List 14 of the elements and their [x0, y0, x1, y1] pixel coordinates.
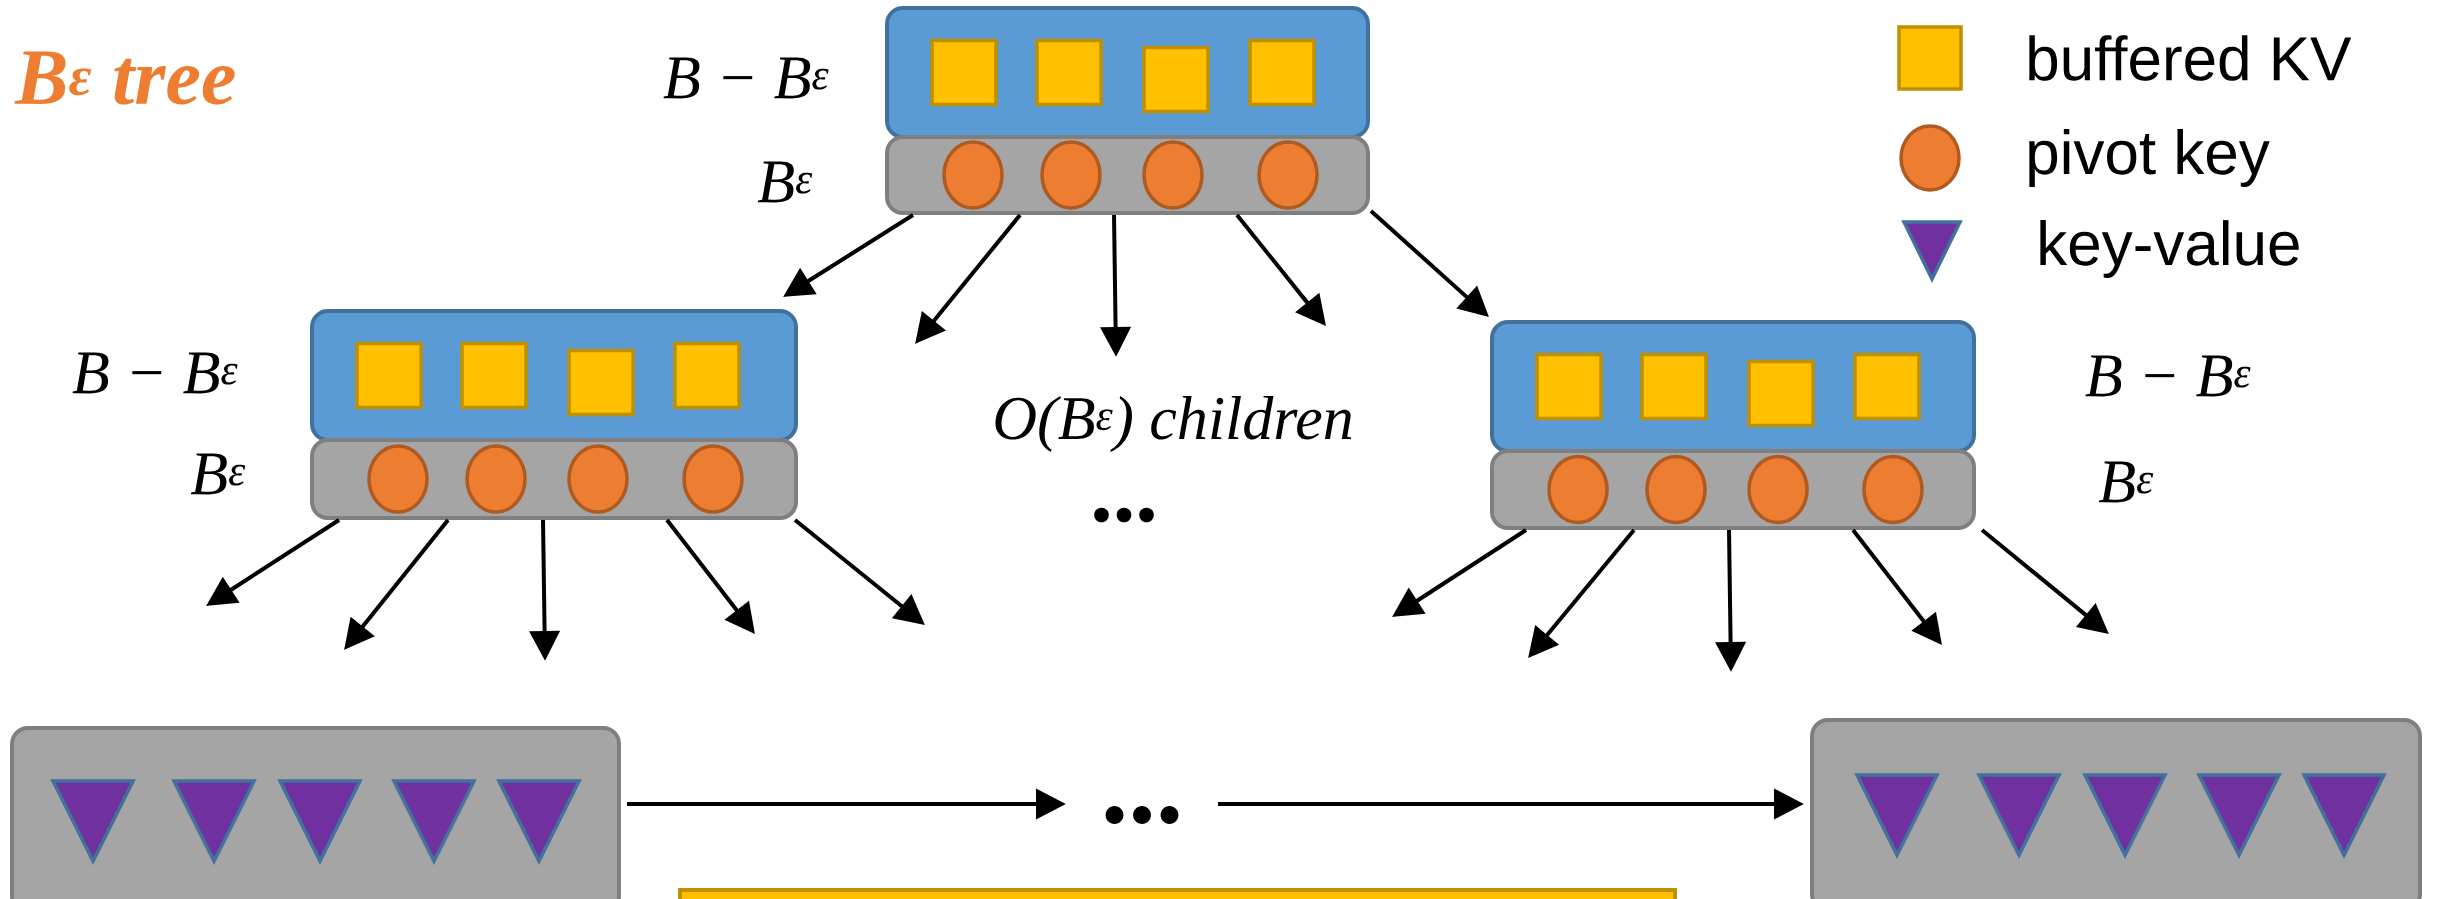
size-label: B$^{ε}$ — [2098, 461, 2154, 503]
legend-label: key-value — [2040, 220, 2299, 278]
title: B$^{ε}$ tree — [14, 51, 235, 105]
size-label: B$^{ε}$ — [190, 453, 246, 495]
size-label: B − B$^{ε}$ — [2085, 355, 2251, 397]
caption-text: O(B$^{ε}$) children — [995, 395, 1352, 453]
size-label: B − B$^{ε}$ — [72, 352, 238, 394]
size-label: B − B$^{ε}$ — [663, 57, 829, 99]
legend-label: pivot key — [2029, 129, 2270, 187]
ellipsis-text: ... — [1094, 507, 1154, 523]
legend-label: buffered KV — [2029, 35, 2352, 81]
size-label: B$^{ε}$ — [757, 161, 813, 203]
ellipsis-text: ... — [1105, 806, 1179, 824]
bar — [678, 888, 1677, 899]
